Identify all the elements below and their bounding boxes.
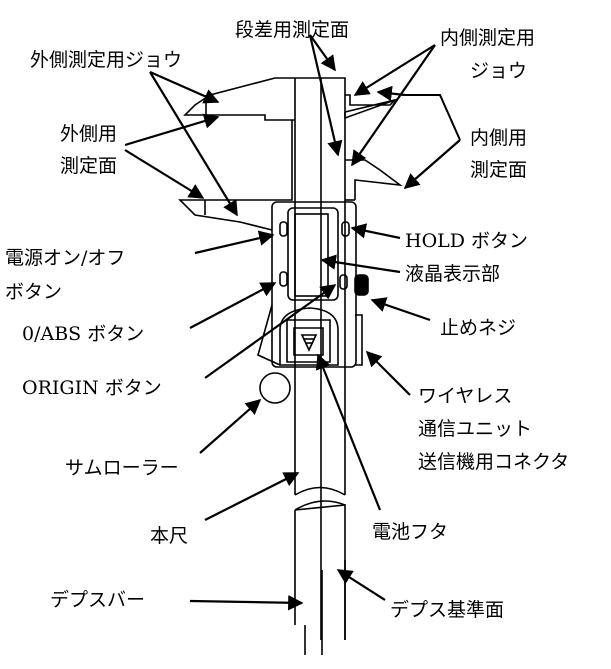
label-battery-cover: 電池フタ xyxy=(372,521,449,543)
label-zero-abs-button: 0/ABS ボタン xyxy=(22,323,145,345)
label-origin-button: ORIGIN ボタン xyxy=(22,377,162,399)
label-power-button-line1: 電源オン/オフ xyxy=(5,247,126,269)
label-outside-jaw: 外側測定用ジョウ xyxy=(30,49,183,71)
label-wireless-line3: 送信機用コネクタ xyxy=(418,451,570,473)
label-depth-face: デプス基準面 xyxy=(390,599,505,621)
label-step-face: 段差用測定面 xyxy=(235,19,350,41)
leader-arrows xyxy=(124,34,461,611)
caliper-body xyxy=(178,77,403,655)
label-main-scale: 本尺 xyxy=(150,525,189,547)
label-outside-face-line2: 測定面 xyxy=(60,155,118,177)
label-depth-bar: デプスバー xyxy=(50,589,146,611)
label-wireless-line1: ワイヤレス xyxy=(418,385,513,407)
label-power-button-line2: ボタン xyxy=(5,281,63,303)
label-hold-button: HOLD ボタン xyxy=(405,230,529,252)
label-thumb-roller: サムローラー xyxy=(65,457,179,479)
label-inside-jaw-line1: 内側測定用 xyxy=(440,27,536,49)
label-inside-jaw-line2: ジョウ xyxy=(470,60,528,82)
label-outside-face-line1: 外側用 xyxy=(60,123,118,145)
label-wireless-line2: 通信ユニット xyxy=(418,418,533,440)
label-lcd: 液晶表示部 xyxy=(405,263,501,285)
label-lock-screw: 止めネジ xyxy=(440,317,517,339)
label-inside-face-line2: 測定面 xyxy=(470,159,528,181)
label-inside-face-line1: 内側用 xyxy=(470,127,528,149)
